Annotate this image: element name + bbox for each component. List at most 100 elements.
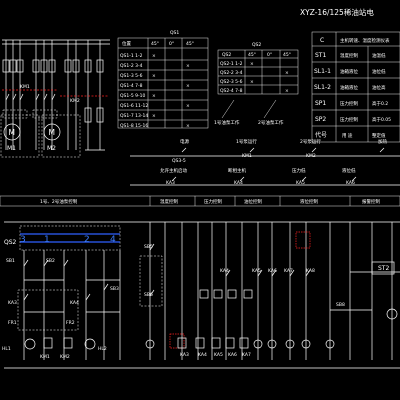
section-pump-control: 1号、2号油泵控制 [40,198,78,205]
qs1-col-pos: 位置 [122,40,131,47]
qs1-row: QS1-4 7-8 [120,83,143,89]
main-power-circuit: KM1 KM2 M M M1 M2 [0,39,110,158]
svg-text:KA5: KA5 [252,268,261,274]
section-oil-control: 油位控制 [244,198,262,205]
label-level-low: 液位低 [342,167,356,174]
qs1-switch-table: QS1 位置 45° 0° 45° QS1-1 1-2 QS1-2 3-4 QS… [117,30,209,129]
motor2-symbol: M [49,128,55,137]
drawing-title: XYZ-16/125稀油站电 [300,7,374,17]
code-sl1-2: SL1-2 [314,84,331,91]
svg-text:KA6: KA6 [228,352,237,358]
label-km2: KM2 [306,153,316,159]
svg-text:KM1: KM1 [40,354,50,360]
qs1-row: QS1-3 5-6 [120,73,143,79]
svg-text:KA7: KA7 [242,352,251,358]
note-st1: 油温低 [372,52,386,59]
svg-text:×: × [152,93,156,99]
qs2-col-b: 0° [267,52,272,58]
selector-n3: 3 [20,235,26,245]
svg-text:×: × [186,63,190,69]
selector-n2: 2 [84,235,90,245]
qs2-col-c: 45° [283,52,291,58]
label-power: 电源 [180,138,189,145]
svg-text:KA8: KA8 [306,268,315,274]
indicator-row: 电源 QS3-5 1号泵运行 KM1 2号泵运行 KM2 加热 允许主机启动 K… [130,138,400,186]
svg-text:KA5: KA5 [214,352,223,358]
label-heater: 加热 [378,138,387,145]
label-pump1: 1号泵运行 [236,138,257,145]
section-level-control: 液位控制 [300,198,318,205]
svg-text:KA3: KA3 [8,300,17,306]
qs2-col-pos: QS2 [222,52,231,58]
svg-text:SB8: SB8 [336,302,345,308]
svg-text:KA7: KA7 [284,268,293,274]
svg-text:×: × [250,79,254,85]
label-ka5: KA5 [296,180,305,186]
code-sp2: SP2 [315,116,326,123]
st2-label: ST2 [378,265,389,272]
motor2-label: M2 [47,145,56,152]
qs1-row: QS1-1 1-2 [120,53,143,59]
qs2-table-tag: QS2 [252,42,261,48]
svg-text:KA4: KA4 [220,268,229,274]
svg-text:×: × [152,53,156,59]
note-sp2: 高于0.05 [372,116,391,123]
label-km1: KM1 [242,153,252,159]
svg-text:×: × [285,70,289,76]
qs2-row: QS2-2 3-4 [220,70,243,76]
code-st1: ST1 [315,52,326,59]
label-press-low: 压力低 [292,167,306,174]
svg-text:HL2: HL2 [98,346,107,352]
desc-sp2: 压力控制 [340,116,358,123]
qs1-row: QS1-6 11-12 [120,103,148,109]
desc-sl1-1: 油箱液位 [340,68,358,75]
svg-text:KM2: KM2 [70,98,80,104]
note-sp1: 高于0.2 [372,100,388,107]
qs2-note-mid: 2号油泵工作 [258,119,284,126]
code-header-setting: 整定值 [372,132,386,139]
label-qs3: QS3-5 [172,158,186,164]
svg-text:FR1: FR1 [8,320,17,326]
qs1-col-b: 0° [169,41,174,47]
svg-text:SB6: SB6 [144,292,153,298]
qs2-row: QS2-3 5-6 [220,79,243,85]
selector-n4: 4 [110,235,116,245]
code-sl1-1: SL1-1 [314,68,331,75]
label-ka4: KA4 [234,180,243,186]
svg-text:×: × [250,61,254,67]
control-circuit: QS2 3 1 2 4 SB1 SB2 SB5 SB3 SB6 KA3 KA4 [2,221,400,369]
code-sp1: SP1 [315,100,326,107]
qs1-table-tag: QS1 [170,30,179,36]
code-table: C 主机转速、温度检测仪表 ST1 温度控制 油温低 SL1-1 油箱液位 油位… [311,31,400,143]
code-header-use: 用 途 [342,132,353,139]
svg-text:×: × [186,123,190,129]
svg-text:×: × [285,88,289,94]
qs1-row: QS1-5 9-10 [120,93,146,99]
qs2-row: QS2-4 7-8 [220,88,243,94]
code-table-desc: 主机转速、温度检测仪表 [340,37,390,44]
label-allow-start: 允许主机启动 [160,167,187,174]
selector-n1: 1 [44,235,50,245]
qs2-note-left: 1号油泵工作 [214,119,240,126]
code-table-header: C [320,37,324,44]
motor1-symbol: M [9,128,15,137]
note-sl1-2: 油位高 [372,84,386,91]
qs2-switch-table: QS2 QS2 45° 0° 45° QS2-1 1-2 QS2-2 3-4 Q… [214,42,299,126]
svg-text:FR2: FR2 [66,320,75,326]
label-ka3: KA3 [166,180,175,186]
qs1-row: QS1-8 15-16 [120,123,148,129]
qs1-col-c: 45° [186,41,194,47]
svg-text:KA3: KA3 [180,352,189,358]
qs2-row: QS2-1 1-2 [220,61,243,67]
svg-text:HL1: HL1 [2,346,11,352]
desc-sl1-2: 油箱液位 [340,84,358,91]
label-ka6: KA6 [346,180,355,186]
svg-text:KA4: KA4 [70,300,79,306]
svg-text:KA6: KA6 [268,268,277,274]
label-pump2: 2号泵运行 [300,138,321,145]
svg-text:×: × [186,83,190,89]
svg-text:×: × [152,73,156,79]
motor1-label: M1 [7,145,16,152]
section-alarm-control: 报警控制 [362,198,380,205]
